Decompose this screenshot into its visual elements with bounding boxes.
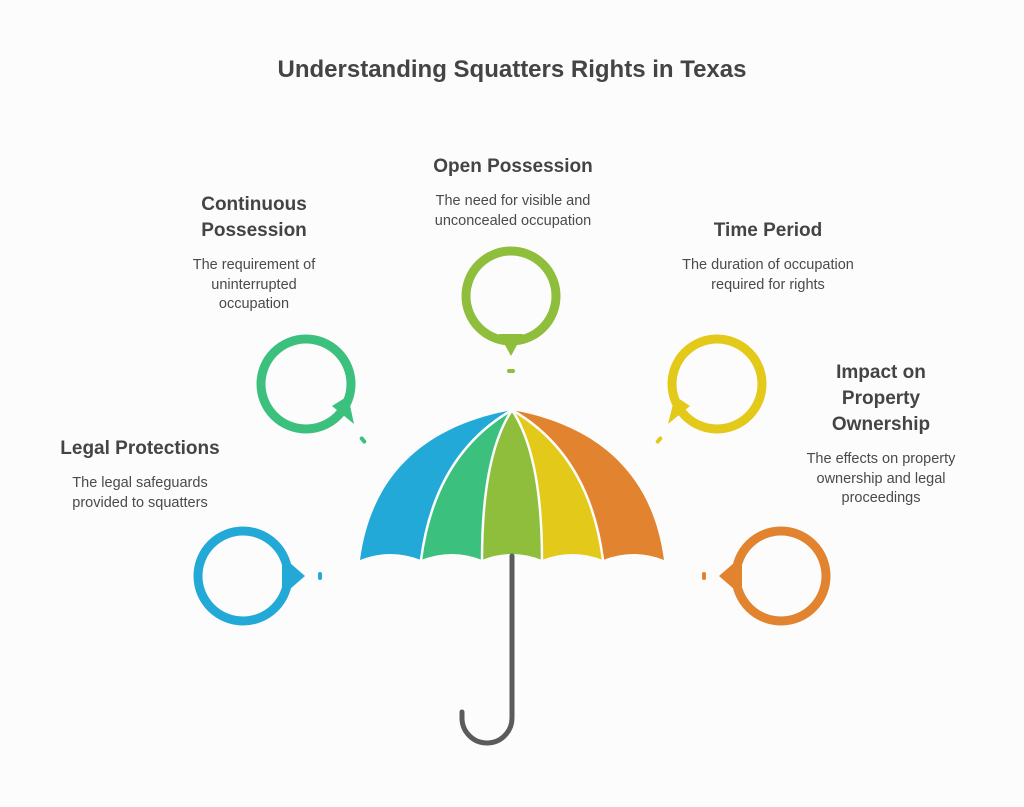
bubble-open-possession: [461, 246, 561, 346]
canopy-panel-open-possession: [482, 410, 542, 560]
bubble-impact: [731, 526, 831, 626]
description-impact: The effects on property ownership and le…: [806, 451, 956, 506]
label-impact: Impact on Property Ownership The effects…: [781, 360, 981, 509]
heading-time-period: Time Period: [713, 220, 823, 241]
bubble-legal-protections: [193, 526, 293, 626]
heading-legal-protections: Legal Protections: [60, 438, 220, 459]
umbrella-canopy: [360, 408, 664, 561]
canopy-panel-legal-protections: [360, 410, 512, 560]
description-open-possession: The need for visible and unconcealed occ…: [434, 193, 592, 229]
canopy-panel-time-period: [512, 410, 603, 560]
umbrella-handle: [459, 553, 515, 746]
bubble-pointer-legal-protections: [282, 556, 305, 596]
bubble-continuous-possession: [256, 334, 356, 434]
bubble-pointer-time-period: [668, 396, 690, 424]
bubble-pointer-impact: [719, 556, 742, 596]
label-open-possession: Open Possession The need for visible and…: [403, 154, 623, 231]
description-continuous-possession: The requirement of uninterrupted occupat…: [192, 257, 316, 312]
heading-open-possession: Open Possession: [433, 156, 593, 177]
tick-continuous-possession: [359, 436, 367, 444]
tick-open-possession: [507, 369, 515, 373]
description-time-period: The duration of occupation required for …: [682, 257, 854, 293]
tick-time-period: [655, 436, 663, 444]
bubble-time-period: [667, 334, 767, 434]
canopy-panel-impact: [512, 410, 664, 560]
label-time-period: Time Period The duration of occupation r…: [668, 218, 868, 295]
heading-continuous-possession: Continuous Possession: [201, 194, 307, 241]
tick-legal-protections: [318, 572, 322, 580]
canopy-panel-continuous-possession: [421, 410, 512, 560]
diagram-title: Understanding Squatters Rights in Texas: [277, 56, 747, 83]
heading-impact: Impact on Property Ownership: [831, 362, 931, 435]
label-legal-protections: Legal Protections The legal safeguards p…: [40, 436, 240, 513]
bubble-pointer-open-possession: [499, 334, 523, 356]
bubble-pointer-continuous-possession: [332, 396, 354, 424]
tick-impact: [702, 572, 706, 580]
description-legal-protections: The legal safeguards provided to squatte…: [72, 475, 208, 511]
label-continuous-possession: Continuous Possession The requirement of…: [154, 192, 354, 315]
